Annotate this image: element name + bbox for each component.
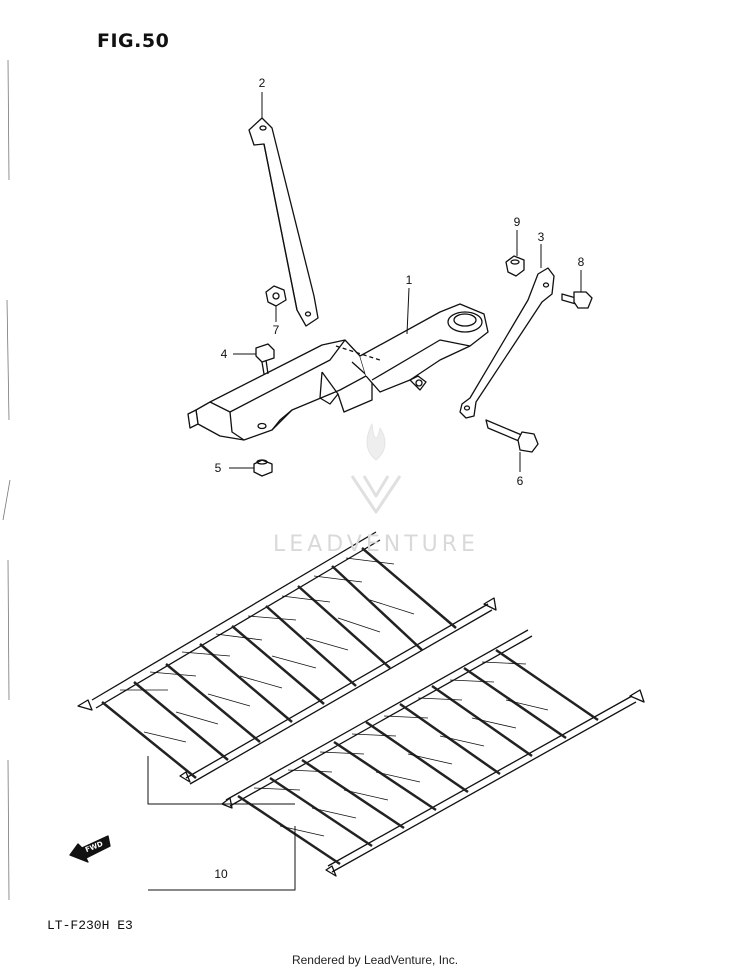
callout-7: 7 bbox=[272, 323, 280, 337]
part-10-tire-chain-right bbox=[221, 629, 645, 877]
part-5-nut bbox=[253, 459, 273, 477]
callout-2: 2 bbox=[258, 76, 266, 90]
part-1-main-frame bbox=[187, 303, 489, 441]
watermark-logo-icon bbox=[350, 423, 402, 514]
part-3-right-stay bbox=[459, 267, 555, 419]
figure-title: FIG.50 bbox=[97, 30, 170, 52]
callout-3: 3 bbox=[537, 230, 545, 244]
callout-4: 4 bbox=[220, 347, 228, 361]
watermark-text: LEADVENTURE bbox=[273, 532, 479, 557]
part-8-bolt bbox=[561, 291, 593, 309]
part-9-nut bbox=[505, 255, 525, 277]
callout-6: 6 bbox=[516, 474, 524, 488]
part-4-bolt bbox=[255, 343, 275, 375]
leader-lines bbox=[147, 92, 582, 891]
part-2-left-stay bbox=[248, 117, 319, 327]
footer-credit: Rendered by LeadVenture, Inc. bbox=[291, 953, 459, 967]
part-10-tire-chain-left bbox=[77, 531, 497, 785]
scan-edge-marks bbox=[2, 59, 11, 901]
callout-1: 1 bbox=[405, 273, 413, 287]
model-code: LT-F230H E3 bbox=[47, 918, 133, 933]
part-6-bolt bbox=[485, 419, 539, 453]
part-7-nut bbox=[265, 285, 287, 307]
callout-9: 9 bbox=[513, 215, 521, 229]
fwd-arrow-icon bbox=[69, 835, 111, 863]
callout-5: 5 bbox=[214, 461, 222, 475]
callout-8: 8 bbox=[577, 255, 585, 269]
callout-10: 10 bbox=[214, 867, 228, 881]
